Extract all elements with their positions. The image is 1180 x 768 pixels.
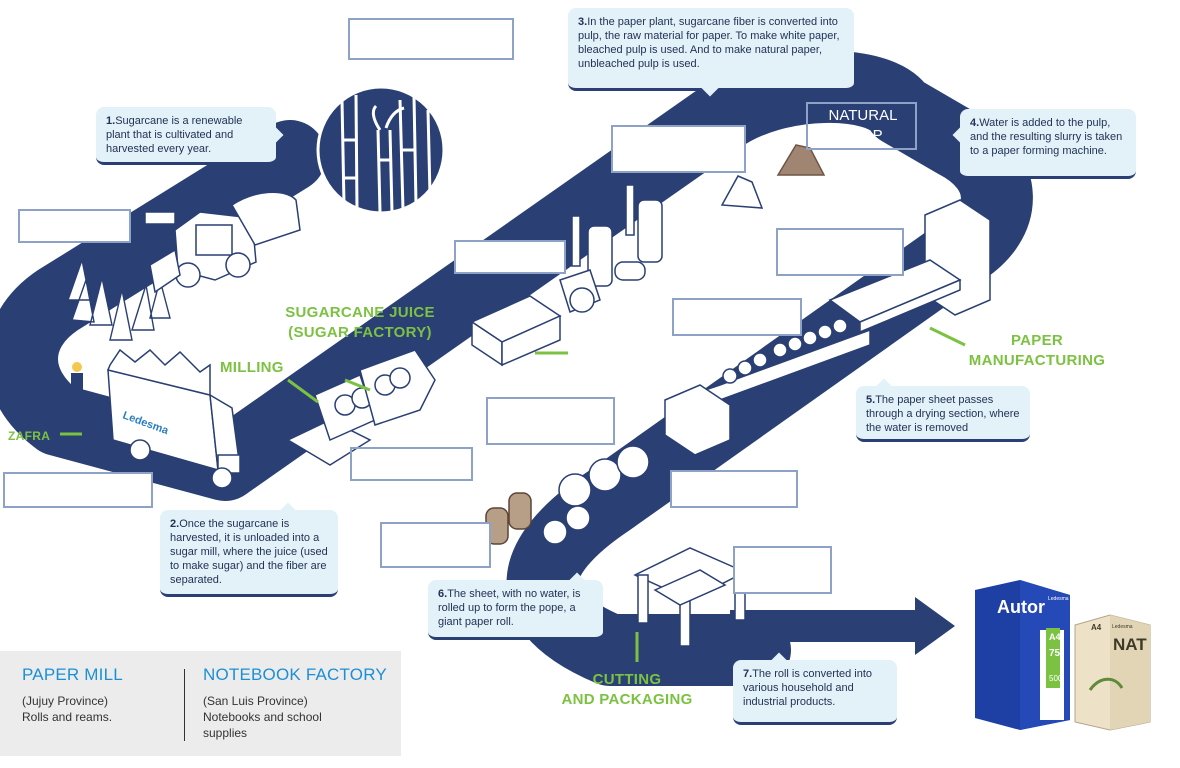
label-paper-manufacturing-line1: PAPER: [1010, 332, 1064, 349]
note-5-number: 5.: [866, 394, 876, 406]
blank-box-2[interactable]: [18, 209, 131, 243]
pulp-vat-icon: [470, 295, 562, 367]
note-2-number: 2.: [170, 518, 180, 530]
blank-box-sugar[interactable]: [350, 447, 473, 481]
note-3-text: In the paper plant, sugarcane fiber is c…: [578, 16, 840, 70]
label-sugarcane-juice: SUGARCANE JUICE (SUGAR FACTORY): [284, 303, 436, 343]
mill-machine-icon: [286, 349, 436, 466]
label-paper-manufacturing: PAPER MANUFACTURING: [966, 331, 1108, 371]
label-paper-manufacturing-line2: MANUFACTURING: [968, 352, 1106, 369]
label-zafra: ZAFRA: [8, 429, 51, 443]
legend-paper-mill-line2: Rolls and reams.: [22, 710, 113, 724]
note-5-drying: 5.The paper sheet passes through a dryin…: [856, 378, 1030, 442]
legend-notebook-line1: (San Luis Province): [203, 694, 308, 708]
blank-box-7[interactable]: [486, 397, 615, 445]
blank-box-10[interactable]: [380, 522, 491, 568]
autor-weight-text: 75: [1049, 648, 1061, 659]
worker-icon: [71, 362, 83, 413]
autor-small-text: Ledesma: [1048, 596, 1069, 602]
note-7-number: 7.: [743, 668, 753, 680]
note-1-text: Sugarcane is a renewable plant that is c…: [106, 115, 243, 155]
note-4-text: Water is added to the pulp, and the resu…: [970, 117, 1123, 157]
autor-size-text: A4: [1049, 632, 1061, 642]
kraft-rolls-icon: [485, 492, 532, 545]
nat-size-text: A4: [1091, 623, 1102, 632]
paper-rolls-icon: [542, 445, 650, 545]
arrow-shaft: [730, 610, 920, 642]
legend-paper-mill-title: PAPER MILL: [22, 665, 123, 684]
note-4-number: 4.: [970, 117, 980, 129]
label-cutting-line2: AND PACKAGING: [561, 691, 693, 708]
autor-count-text: 500: [1049, 674, 1063, 683]
blank-box-5[interactable]: [776, 228, 904, 276]
legend-paper-mill-line1: (Jujuy Province): [22, 694, 109, 708]
pulp-tanks-icon: [559, 184, 663, 313]
label-natural-pulp: NATURAL PULP: [820, 106, 906, 146]
blank-box-natural[interactable]: [806, 102, 917, 150]
legend-paper-mill-body: (Jujuy Province) Rolls and reams.: [22, 693, 112, 725]
note-7-products: 7.The roll is converted into various hou…: [733, 652, 897, 725]
harvester-icon: [144, 191, 301, 294]
ledesma-truck-icon: [106, 348, 241, 489]
nat-ream-package: [1074, 614, 1151, 731]
note-7-text: The roll is converted into various house…: [743, 668, 873, 708]
note-2-text: Once the sugarcane is harvested, it is u…: [170, 518, 328, 586]
label-leaders: [60, 326, 966, 662]
sugarcane-closeup-icon: [316, 85, 446, 215]
sugarcane-field-icon: [67, 257, 171, 341]
autor-ream-package: [975, 580, 1070, 730]
cutting-machine-icon: [633, 547, 747, 647]
note-6-number: 6.: [438, 588, 448, 600]
label-sugarcane-juice-line1: SUGARCANE JUICE: [285, 304, 435, 321]
nat-small-text: Ledesma: [1112, 624, 1133, 630]
blank-box-6[interactable]: [672, 298, 802, 336]
blank-box-3[interactable]: [611, 125, 746, 173]
label-partial-sug: SU: [357, 456, 378, 473]
label-sugarcane-juice-line2: (SUGAR FACTORY): [288, 324, 432, 341]
process-road: [0, 50, 1033, 686]
blank-box-11[interactable]: [733, 546, 832, 594]
blank-box-9[interactable]: [3, 472, 153, 508]
note-6-pope: 6.The sheet, with no water, is rolled up…: [428, 572, 603, 640]
white-pulp-pile-icon: [720, 175, 764, 209]
arrow-head: [915, 597, 955, 655]
label-natural-line1: NATURAL: [828, 107, 898, 124]
legend-separator: [184, 669, 185, 741]
legend-notebook-title: NOTEBOOK FACTORY: [203, 665, 387, 684]
legend-notebook-line3: supplies: [203, 726, 248, 740]
note-6-text: The sheet, with no water, is rolled up t…: [438, 588, 581, 628]
paper-machine-icon: [664, 199, 991, 456]
note-3-number: 3.: [578, 16, 588, 28]
nat-brand-text: NAT: [1113, 635, 1147, 654]
label-natural-line2: PULP: [843, 127, 883, 144]
note-1-sugarcane: 1.Sugarcane is a renewable plant that is…: [96, 107, 284, 165]
note-2-milling: 2.Once the sugarcane is harvested, it is…: [160, 502, 338, 597]
note-1-number: 1.: [106, 115, 116, 127]
label-milling: MILLING: [220, 359, 284, 376]
blank-box-8[interactable]: [670, 470, 798, 508]
blank-box-4[interactable]: [454, 240, 566, 274]
legend-notebook-line2: Notebooks and school: [203, 710, 322, 724]
label-cutting-line1: CUTTING: [592, 671, 662, 688]
autor-brand-text: Autor: [997, 597, 1045, 617]
note-3-pulp: 3.In the paper plant, sugarcane fiber is…: [568, 8, 854, 97]
legend-notebook-body: (San Luis Province) Notebooks and school…: [203, 693, 322, 741]
note-4-water: 4.Water is added to the pulp, and the re…: [952, 109, 1136, 179]
legend-panel: PAPER MILL (Jujuy Province) Rolls and re…: [0, 651, 401, 756]
blank-box-1[interactable]: [348, 18, 514, 60]
label-cutting-packaging: CUTTING AND PACKAGING: [560, 670, 694, 710]
note-5-text: The paper sheet passes through a drying …: [866, 394, 1020, 434]
